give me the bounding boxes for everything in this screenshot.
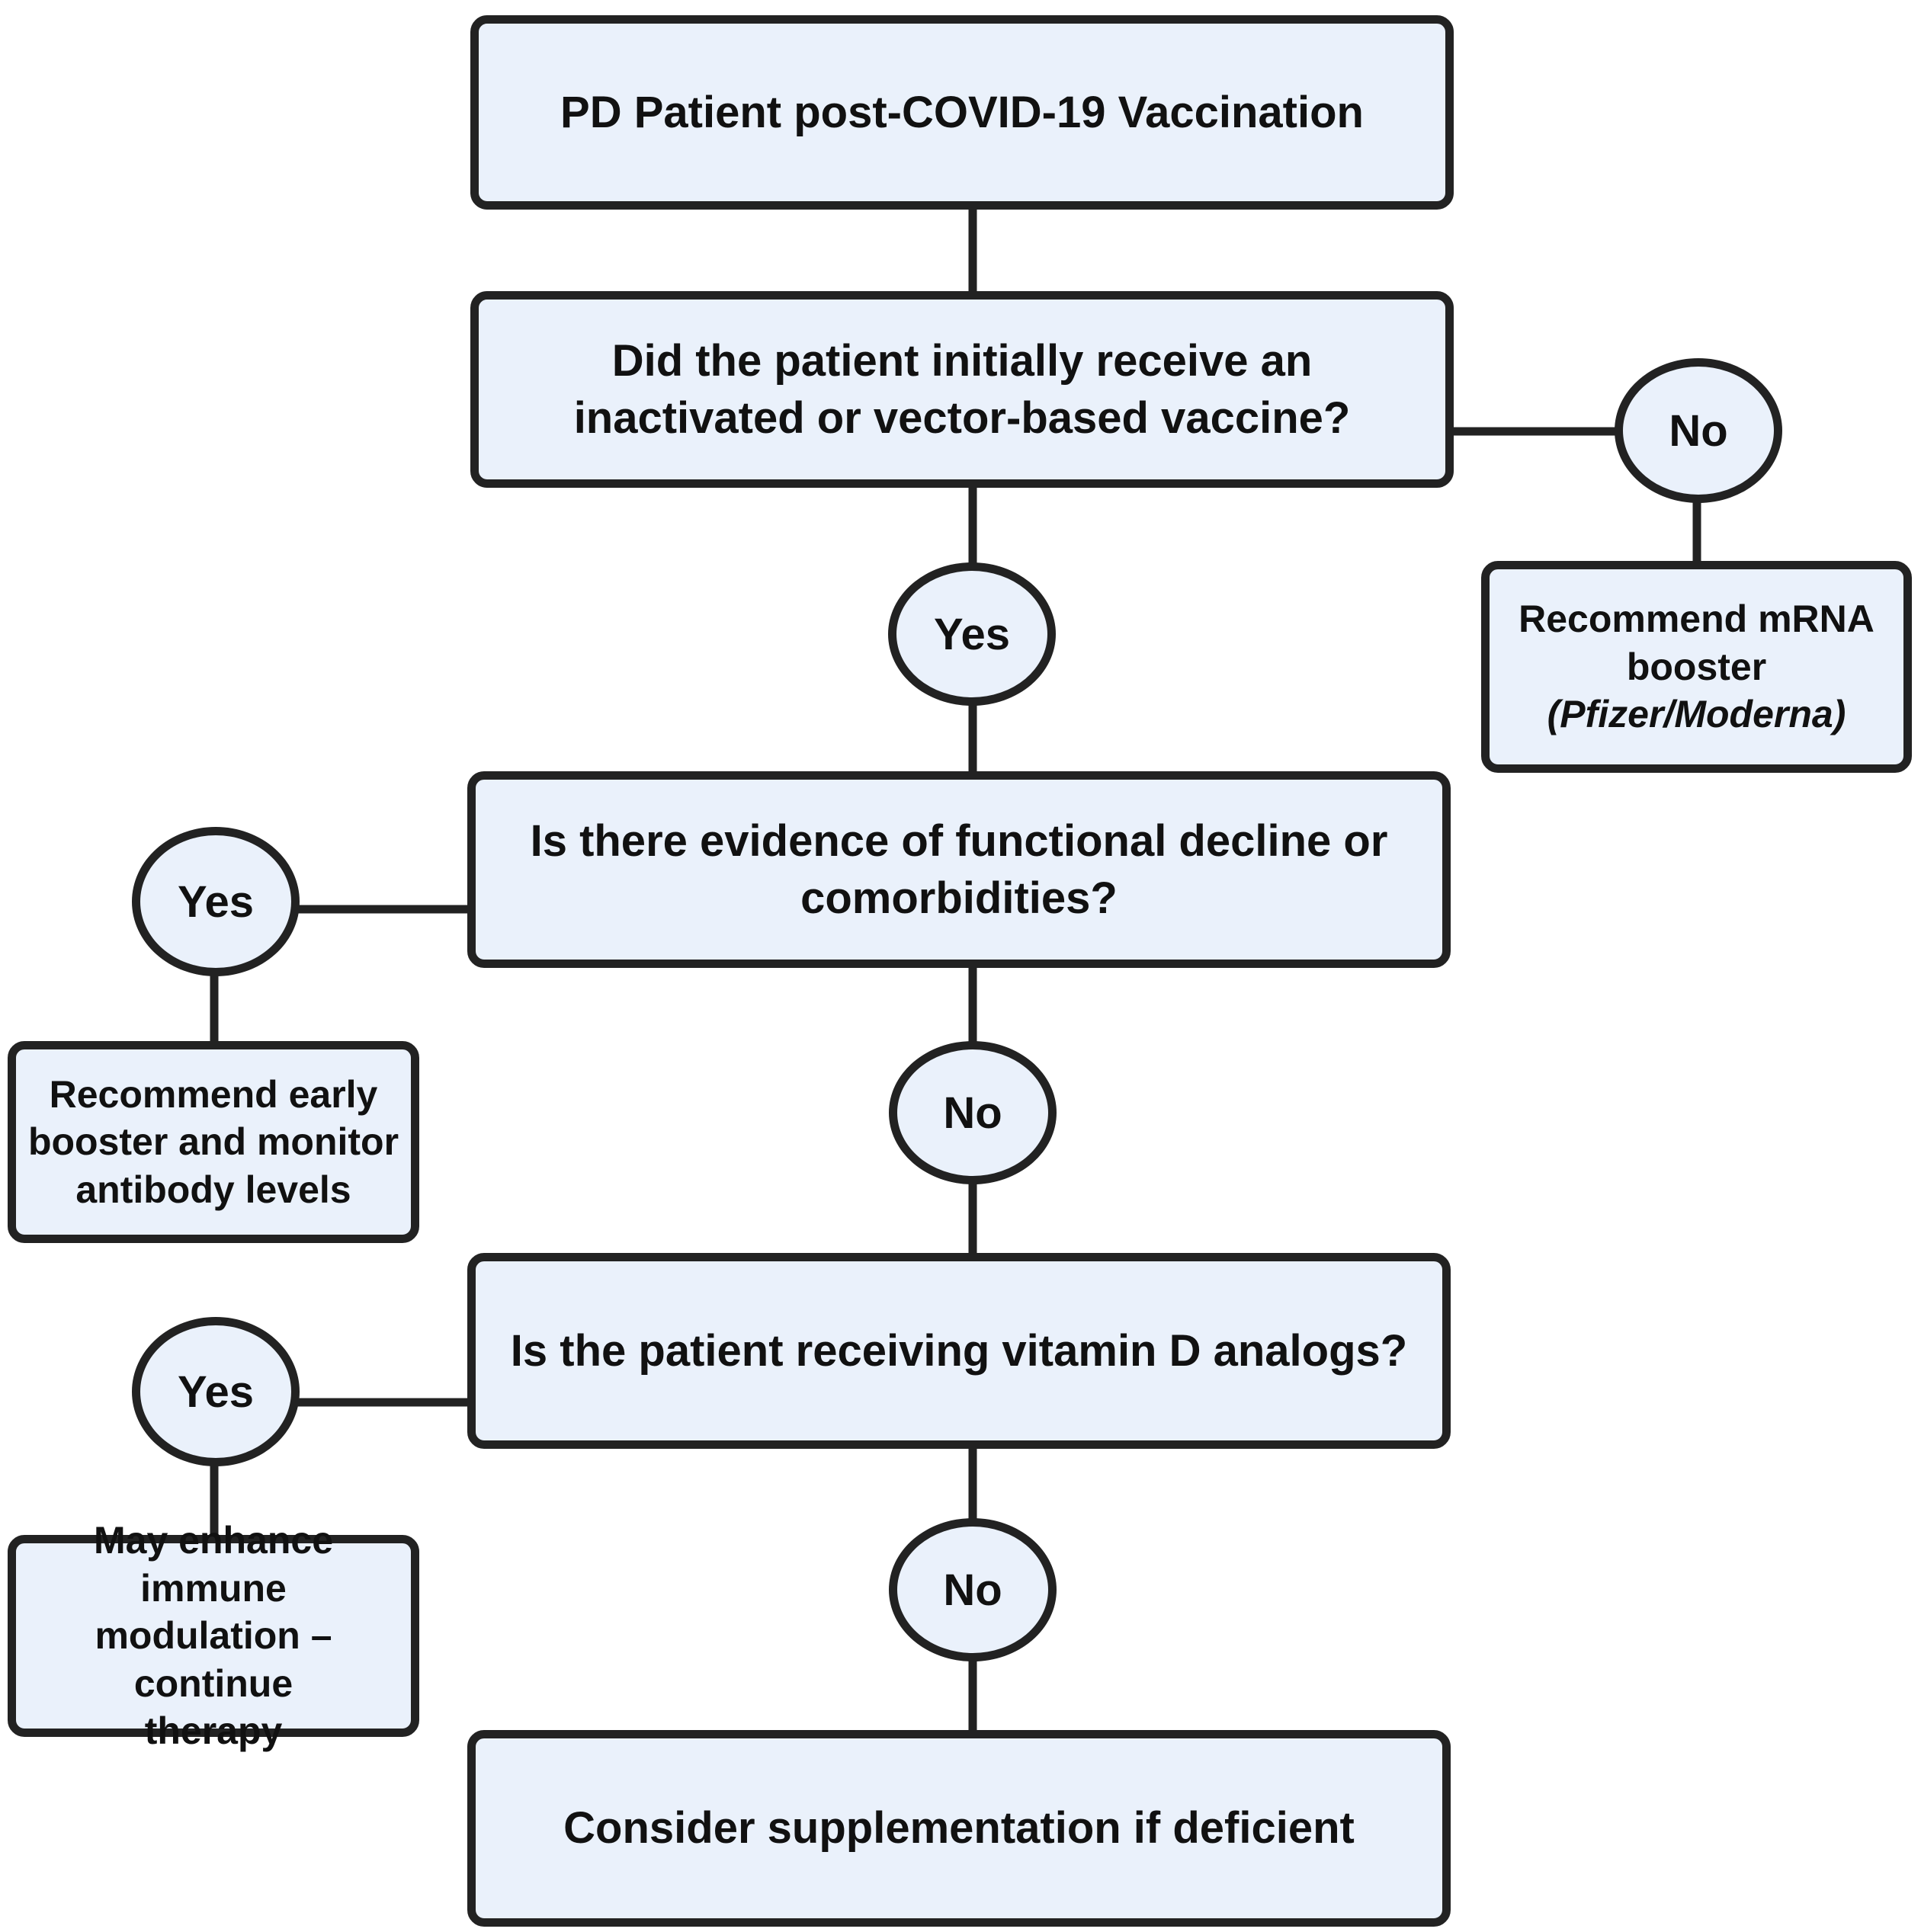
q1-no-oval: No xyxy=(1615,358,1782,503)
q3-no-oval: No xyxy=(889,1518,1057,1661)
question-vitamin-d-box: Is the patient receiving vitamin D analo… xyxy=(467,1253,1451,1449)
q2-no-oval: No xyxy=(889,1041,1057,1184)
question-functional-decline-line2: comorbidities? xyxy=(800,873,1118,923)
start-box: PD Patient post-COVID-19 Vaccination xyxy=(470,15,1454,210)
q1-no-label: No xyxy=(1669,405,1728,456)
immune-modulation-line2: modulation – continue xyxy=(95,1614,332,1705)
recommend-mrna-line2: booster xyxy=(1626,645,1767,688)
question-vitamin-d-text: Is the patient receiving vitamin D analo… xyxy=(510,1325,1408,1376)
recommend-mrna-brands: (Pfizer/Moderna) xyxy=(1547,693,1846,736)
recommend-mrna-line1: Recommend mRNA xyxy=(1519,598,1874,641)
question-functional-decline-line1: Is there evidence of functional decline … xyxy=(530,815,1388,866)
immune-modulation-box: May enhance immune modulation – continue… xyxy=(8,1519,419,1752)
q2-no-label: No xyxy=(943,1088,1002,1138)
q3-no-label: No xyxy=(943,1565,1002,1615)
question-vaccine-type-box: Did the patient initially receive an ina… xyxy=(470,291,1454,488)
q3-yes-oval: Yes xyxy=(132,1317,300,1466)
immune-modulation-line1: May enhance immune xyxy=(93,1519,333,1610)
end-box: Consider supplementation if deficient xyxy=(467,1730,1451,1927)
start-box-text: PD Patient post-COVID-19 Vaccination xyxy=(560,87,1364,137)
q2-yes-oval: Yes xyxy=(132,827,300,976)
end-box-text: Consider supplementation if deficient xyxy=(563,1803,1355,1854)
recommend-early-line2: booster and monitor xyxy=(27,1120,399,1164)
recommend-mrna-box: Recommend mRNA booster (Pfizer/Moderna) xyxy=(1481,561,1912,773)
recommend-early-booster-box: Recommend early booster and monitor anti… xyxy=(8,1041,419,1243)
question-functional-decline-box: Is there evidence of functional decline … xyxy=(467,771,1451,968)
q3-yes-label: Yes xyxy=(178,1366,254,1417)
question-vaccine-type-line2: inactivated or vector-based vaccine? xyxy=(573,393,1351,443)
question-vaccine-type-line1: Did the patient initially receive an xyxy=(611,335,1313,386)
immune-modulation-line3: therapy xyxy=(144,1709,283,1753)
recommend-early-line1: Recommend early xyxy=(49,1072,378,1116)
q1-yes-label: Yes xyxy=(934,609,1010,659)
recommend-early-line3: antibody levels xyxy=(75,1168,351,1211)
q2-yes-label: Yes xyxy=(178,876,254,927)
q1-yes-oval: Yes xyxy=(888,562,1056,706)
